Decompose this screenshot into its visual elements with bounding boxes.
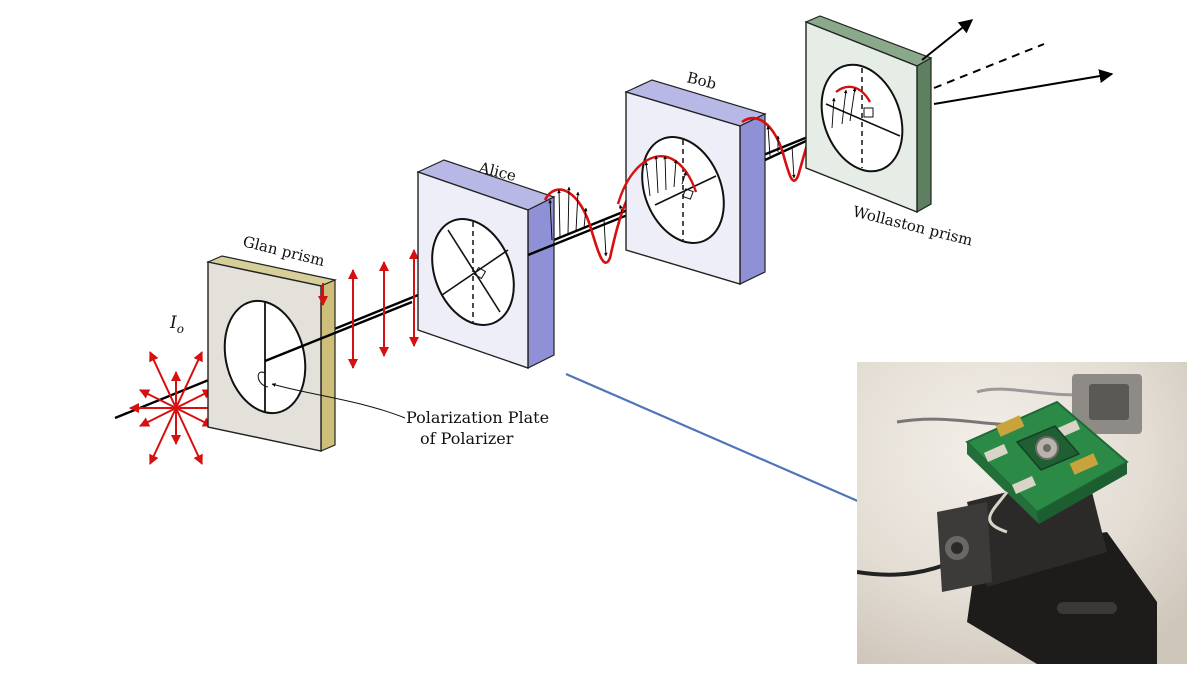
output-rays (921, 19, 1114, 105)
polarization-plate-label: Polarization Plate (406, 408, 549, 427)
unpolarized-light-arrows (129, 351, 223, 465)
alice-plate (416, 159, 556, 369)
glan-prism (206, 255, 337, 452)
plate-pointer-line (271, 383, 406, 419)
bob-label: Bob (685, 68, 718, 93)
source-label: Io (169, 313, 184, 336)
connector-line (565, 372, 861, 504)
wollaston-prism (804, 15, 933, 214)
bob-plate (616, 79, 767, 285)
device-photo (857, 362, 1187, 664)
device-photo-drawing (857, 362, 1187, 664)
polarizer-label: of Polarizer (420, 429, 514, 448)
